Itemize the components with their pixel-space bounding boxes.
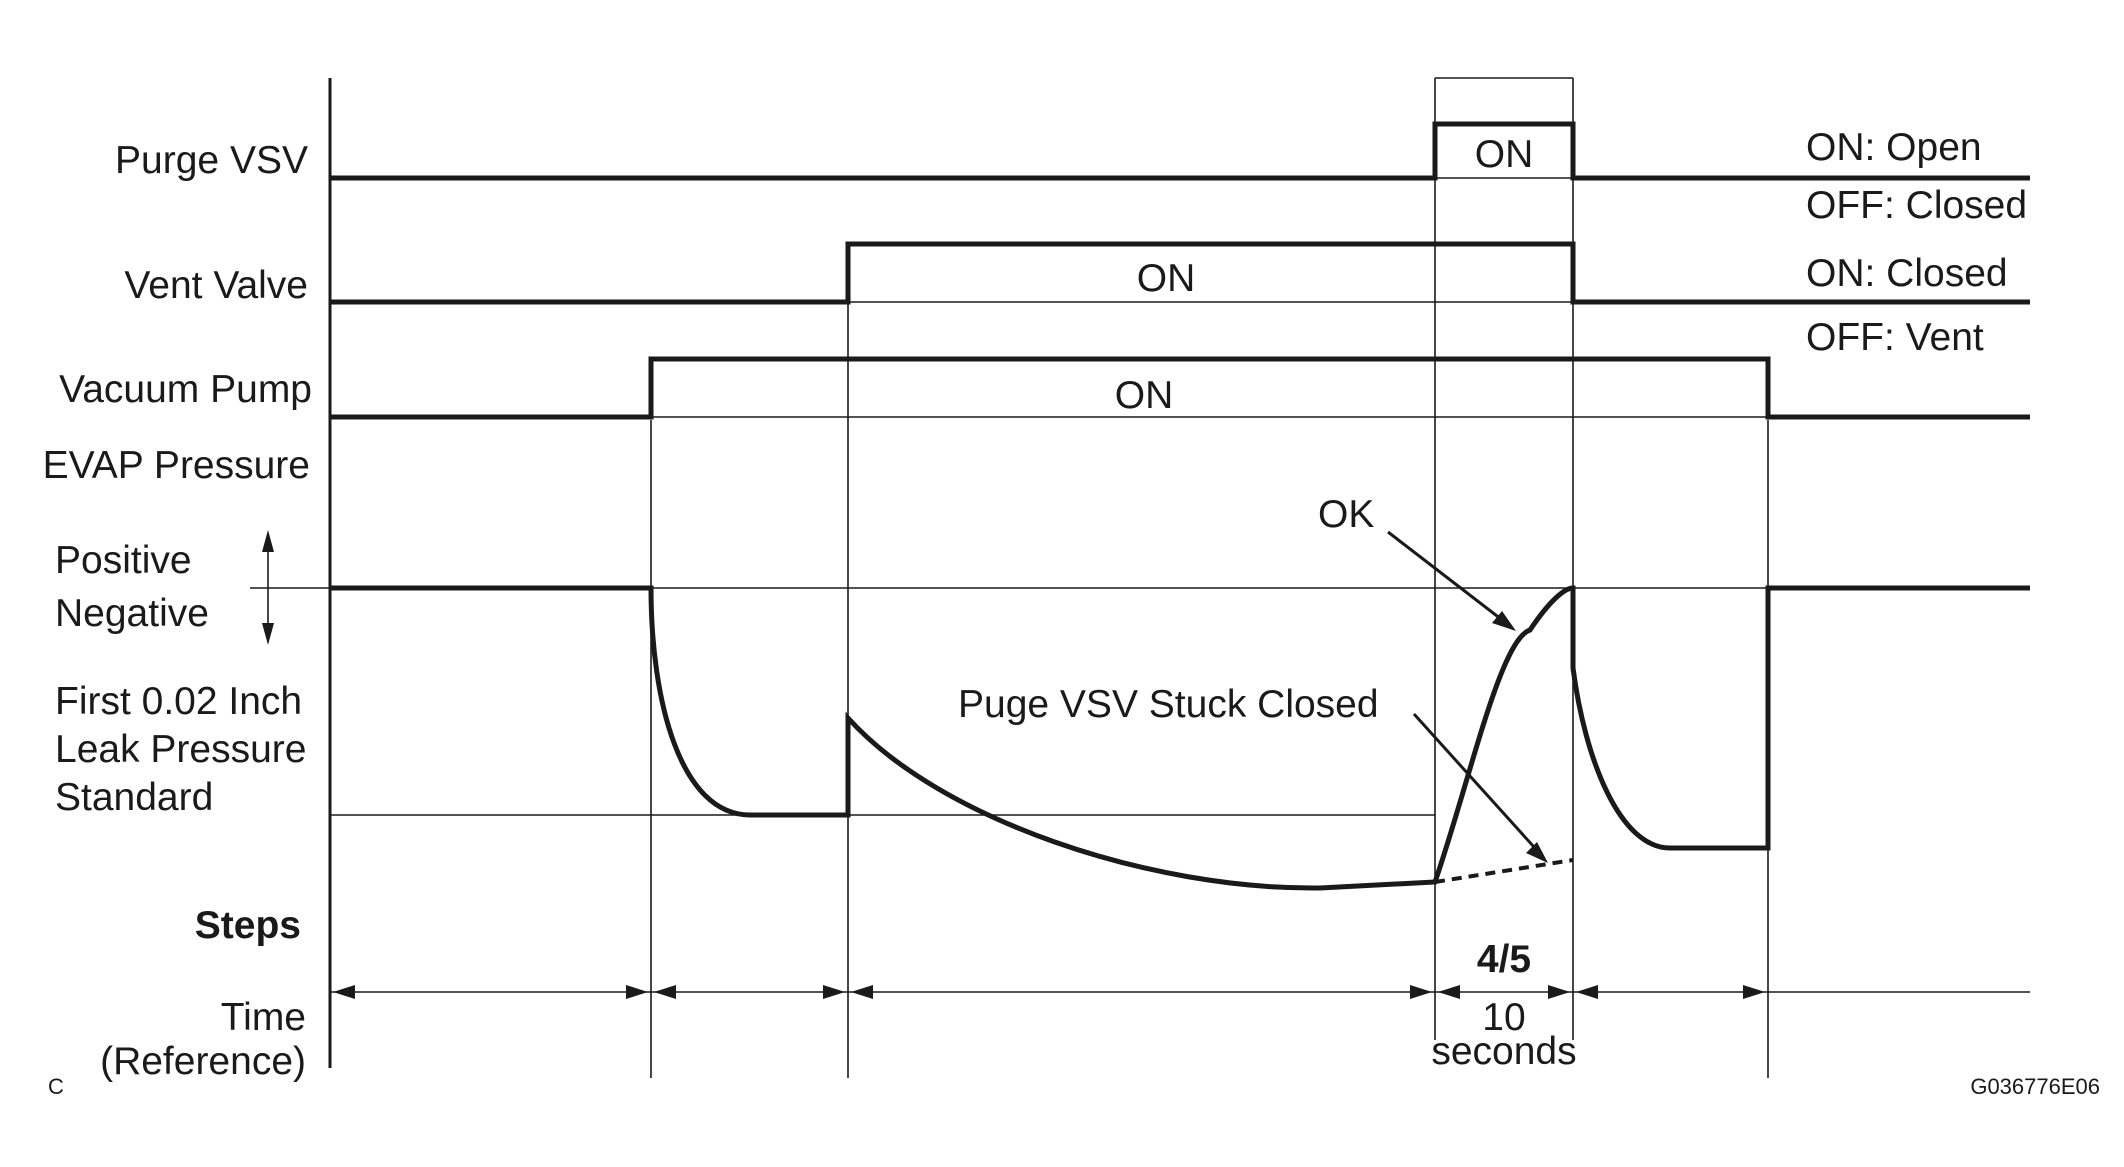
purge-vsv-label: Purge VSV — [115, 139, 308, 182]
steps-label: Steps — [195, 904, 301, 947]
step-4-5-label: 4/5 — [1477, 938, 1531, 981]
purge-vsv-waveform — [330, 121, 2030, 181]
corner-mark: C — [48, 1074, 64, 1099]
vent-valve-waveform — [330, 241, 2030, 305]
negative-label: Negative — [55, 592, 209, 635]
time-label-line-1: Time — [221, 996, 306, 1039]
duration-value: 10 — [1482, 996, 1525, 1039]
leak-standard-line-3: Standard — [55, 776, 213, 819]
vacuum-pump-waveform — [330, 356, 2030, 420]
evap-pressure-section: EVAP Pressure Positive Negative First 0.… — [43, 444, 2030, 891]
purge-vsv-on-label: ON — [1475, 133, 1534, 176]
vacuum-pump-on-label: ON — [1115, 374, 1174, 417]
evap-pressure-label: EVAP Pressure — [43, 444, 310, 487]
positive-label: Positive — [55, 539, 192, 582]
vacuum-pump-label: Vacuum Pump — [59, 368, 312, 411]
vent-valve-legend-off: OFF: Vent — [1806, 316, 1984, 359]
time-label-line-2: (Reference) — [100, 1040, 306, 1083]
duration-unit: seconds — [1431, 1030, 1576, 1073]
figure-id: G036776E06 — [1970, 1074, 2100, 1099]
vent-valve-legend-on: ON: Closed — [1806, 252, 2008, 295]
purge-vsv-legend-on: ON: Open — [1806, 126, 1982, 169]
ok-label: OK — [1318, 493, 1374, 536]
leak-standard-line-1: First 0.02 Inch — [55, 680, 302, 723]
phase-dividers — [650, 77, 1769, 1078]
stuck-closed-leader-arrow — [1412, 712, 1548, 863]
leak-standard-line-2: Leak Pressure — [55, 728, 306, 771]
vent-valve-label: Vent Valve — [124, 264, 308, 307]
vent-valve-row: Vent Valve ON ON: Closed OFF: Vent — [124, 241, 2030, 359]
purge-vsv-row: Purge VSV ON ON: Open OFF: Closed — [115, 121, 2030, 227]
stuck-closed-label: Puge VSV Stuck Closed — [958, 683, 1379, 726]
ok-leader-arrow — [1387, 530, 1516, 631]
time-axis-section: Steps 4/5 Time (Reference) 10 seconds — [100, 904, 2030, 1083]
time-interval-arrows — [333, 985, 1765, 999]
evap-pressure-waveform — [330, 585, 2030, 891]
stuck-closed-dashed-line — [1434, 858, 1574, 884]
purge-vsv-legend-off: OFF: Closed — [1806, 184, 2027, 227]
vent-valve-on-label: ON — [1137, 257, 1196, 300]
vacuum-pump-row: Vacuum Pump ON — [59, 356, 2030, 420]
